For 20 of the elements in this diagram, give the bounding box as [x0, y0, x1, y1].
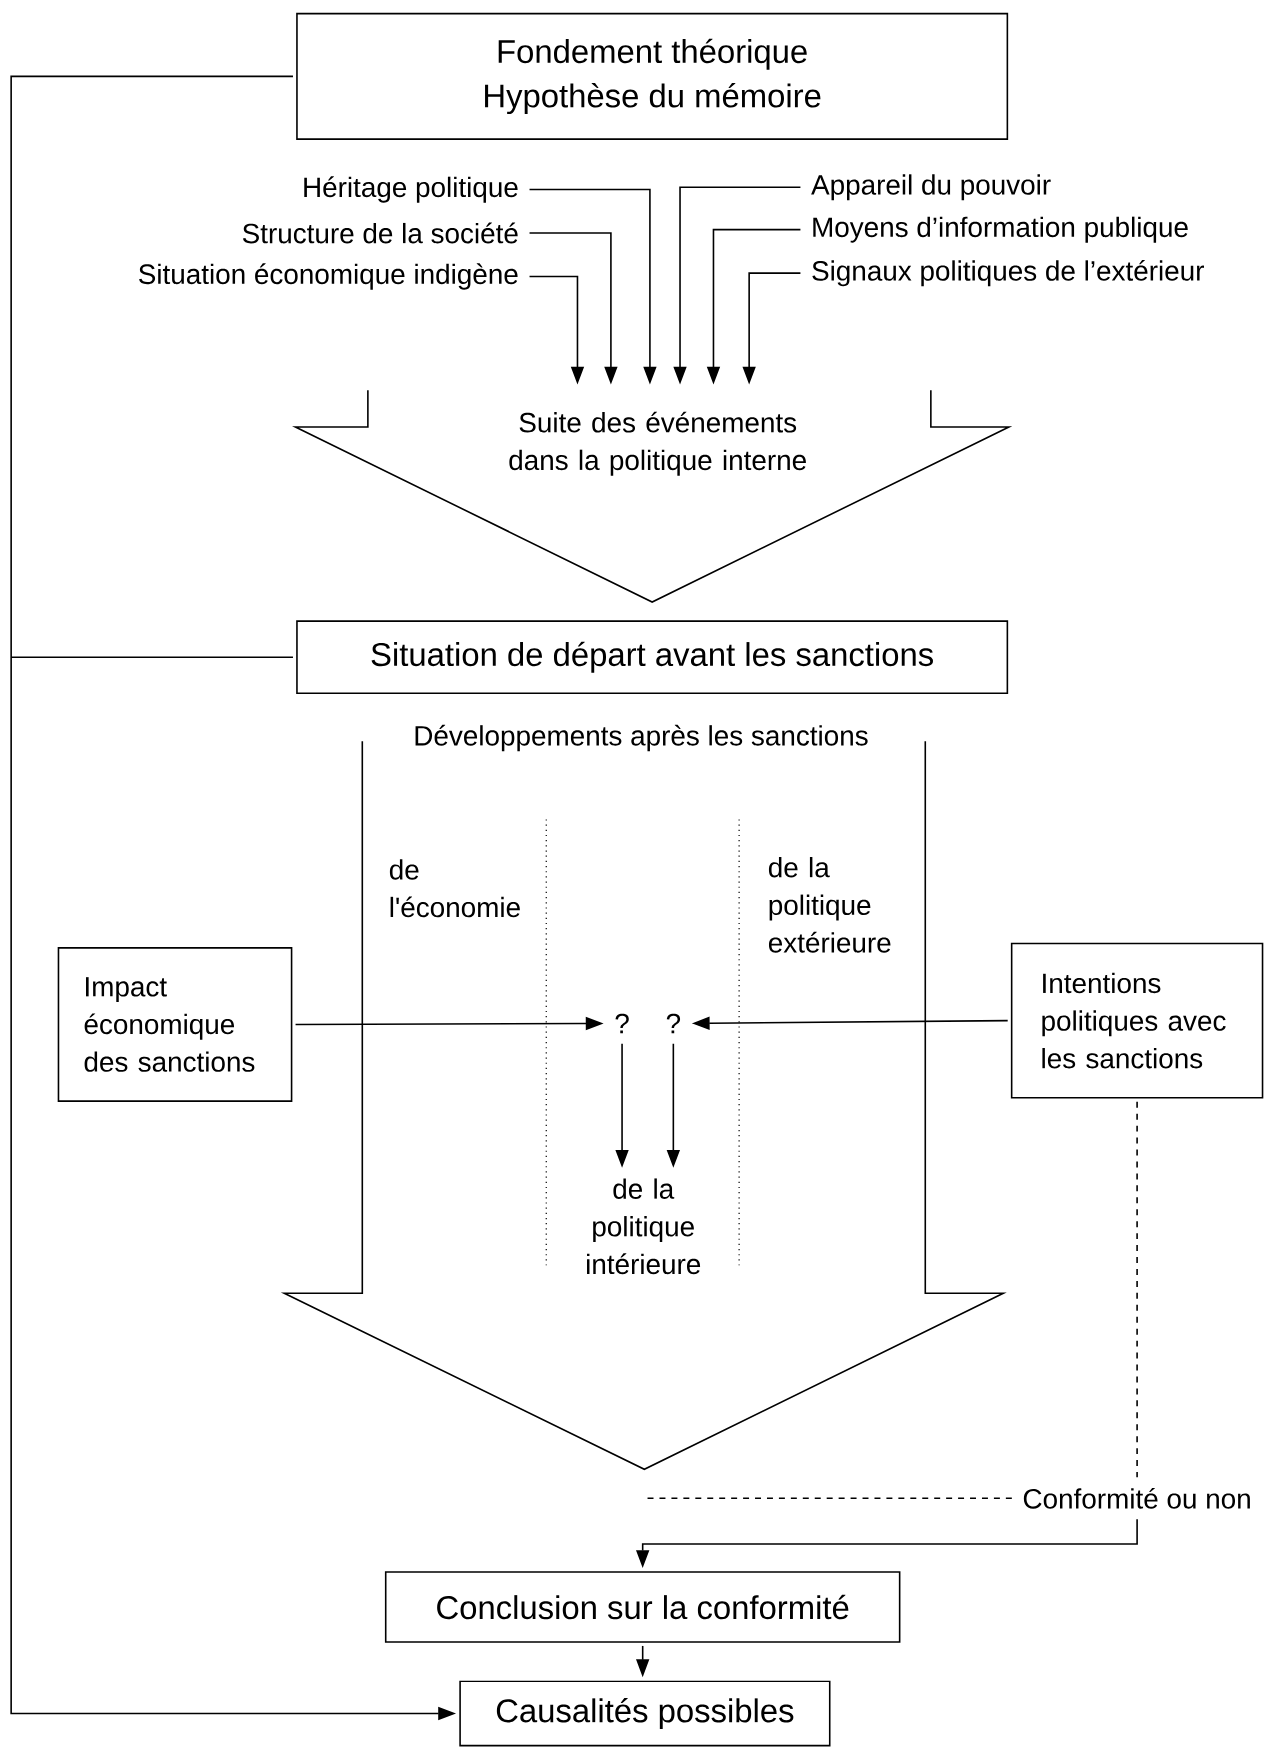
process-box: Conclusion sur la conformité — [385, 1571, 901, 1643]
text-label: Moyens d’information publique — [813, 216, 1188, 243]
text-label: Situation économique indigène — [139, 263, 518, 290]
text-label: Structure de la société — [243, 222, 518, 244]
text-label: Signaux politiques de l’extérieur — [812, 259, 1205, 287]
process-box: Intentions politiques avec les sanctions — [1011, 942, 1264, 1099]
process-box: Causalités possibles — [459, 1680, 831, 1747]
text-label: de l'économie — [390, 859, 521, 918]
text-label: Héritage politique — [304, 176, 518, 203]
process-box: Fondement théorique Hypothèse du mémoire — [296, 12, 1009, 140]
process-box: Situation de départ avant les sanctions — [296, 620, 1009, 695]
text-label: Conformité ou non — [1024, 1487, 1251, 1509]
question-mark: ? — [667, 1013, 681, 1034]
text-label: de la politique extérieure — [769, 856, 891, 953]
connector-line — [10, 656, 294, 658]
text-label: de la politique intérieure — [587, 1178, 701, 1275]
connector-line — [1136, 1100, 1139, 1479]
question-mark: ? — [615, 1013, 630, 1034]
text-label: Appareil du pouvoir — [811, 174, 1051, 201]
process-box: Impact économique des sanctions — [57, 947, 293, 1102]
